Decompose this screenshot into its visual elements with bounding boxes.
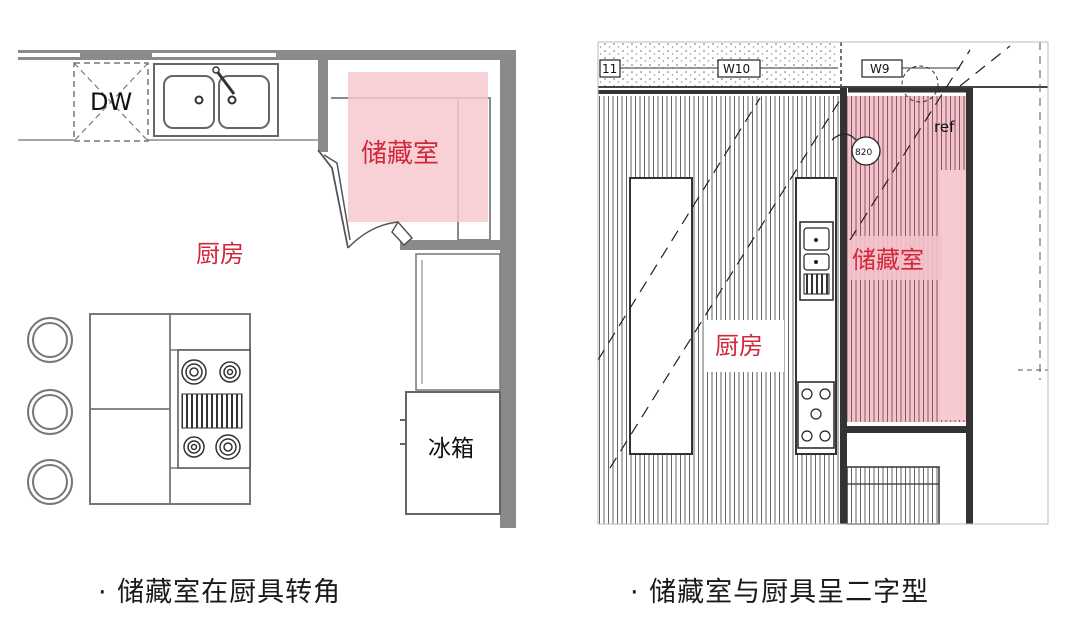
left-kitchen-label: 厨房: [196, 240, 244, 268]
counter-cooktop: [797, 381, 835, 449]
right-caption: · 储藏室与厨具呈二字型: [630, 577, 930, 608]
dishwasher-label: DW: [90, 88, 132, 116]
bar-stools: [27, 317, 73, 505]
ref-annotation: ref: [901, 65, 955, 136]
left-pantry-label: 储藏室: [361, 139, 439, 169]
pantry-wall-bottom: [847, 426, 967, 433]
right-floor-plan: 11 W10 W9: [597, 41, 1049, 525]
left-caption: · 储藏室在厨具转角: [98, 577, 342, 608]
diagonal-reference-lines: [597, 45, 1011, 469]
pantry-label-bg: [850, 236, 942, 280]
right-kitchen-label: 厨房: [715, 332, 763, 360]
dishwasher: DW: [73, 62, 149, 142]
right-plan-frame: [597, 41, 1049, 525]
window-tag-w9: W9: [861, 59, 903, 78]
long-island: [629, 177, 693, 455]
left-top-wall: [18, 50, 516, 60]
kitchen-label-bg: [706, 320, 784, 372]
pantry-wall-right: [966, 88, 973, 524]
pantry-door: [317, 149, 414, 249]
right-counter: [415, 253, 501, 391]
pantry-wall-left: [840, 88, 847, 524]
svg-text:W9: W9: [870, 62, 890, 76]
right-pantry-label: 储藏室: [852, 246, 924, 274]
left-floor-plan: DW 储藏室 厨房: [18, 50, 516, 528]
double-sink: [153, 63, 279, 137]
svg-text:11: 11: [602, 62, 617, 76]
svg-text:W10: W10: [723, 62, 750, 76]
counter-sink: [799, 221, 834, 301]
lower-closet: [846, 466, 940, 525]
pantry-shelf: [940, 170, 966, 420]
window-tag-w10: W10: [717, 59, 761, 78]
svg-text:820: 820: [855, 148, 872, 158]
window-tag-w11: 11: [599, 59, 621, 78]
left-right-wall: [500, 50, 516, 528]
left-pantry-highlight: [348, 72, 488, 222]
fridge-label: 冰箱: [428, 436, 474, 462]
cooktop: [177, 349, 251, 469]
refrigerator: 冰箱: [400, 391, 501, 515]
svg-text:ref: ref: [934, 118, 955, 136]
door-tag: 820: [831, 133, 881, 166]
